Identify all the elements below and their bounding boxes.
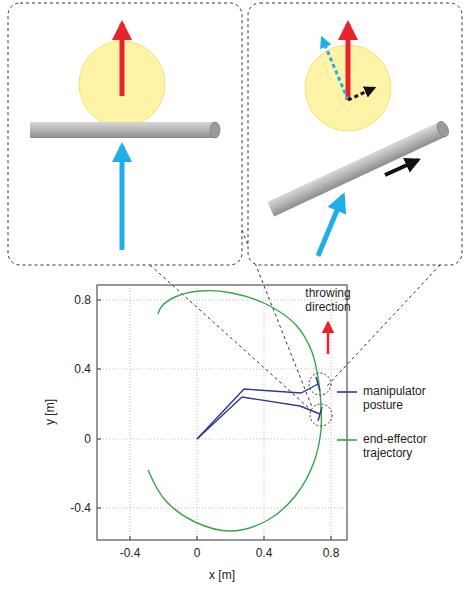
tick-label: 0.8 (74, 293, 91, 307)
legend-entry: manipulator posture (336, 384, 463, 412)
axis-title: x [m] (209, 568, 235, 582)
legend-text: end-effector trajectory (363, 432, 463, 460)
inset-tilted (248, 3, 462, 265)
plot-axes (97, 285, 347, 540)
legend-entry: end-effector trajectory (336, 432, 463, 460)
tick-label: 0.4 (256, 546, 273, 560)
tick-label: 0 (84, 432, 91, 446)
legend-swatch (336, 436, 358, 444)
tick-label: -0.4 (120, 546, 141, 560)
tick-label: 0 (194, 546, 201, 560)
legend-text: manipulator posture (363, 384, 463, 412)
annotation: throwing direction (293, 286, 363, 314)
axis-title: y [m] (43, 399, 57, 425)
end-effector-trajectory (148, 291, 321, 531)
manipulator-posture (197, 377, 322, 439)
legend-swatch (336, 388, 358, 396)
tick-label: 0.4 (74, 362, 91, 376)
trajectory-line (148, 291, 321, 531)
inset-straight (8, 3, 242, 265)
tick-label: -0.4 (70, 501, 91, 515)
zoom-circles (309, 373, 332, 426)
throwing-arrow (327, 323, 330, 354)
tick-label: 0.8 (323, 546, 340, 560)
